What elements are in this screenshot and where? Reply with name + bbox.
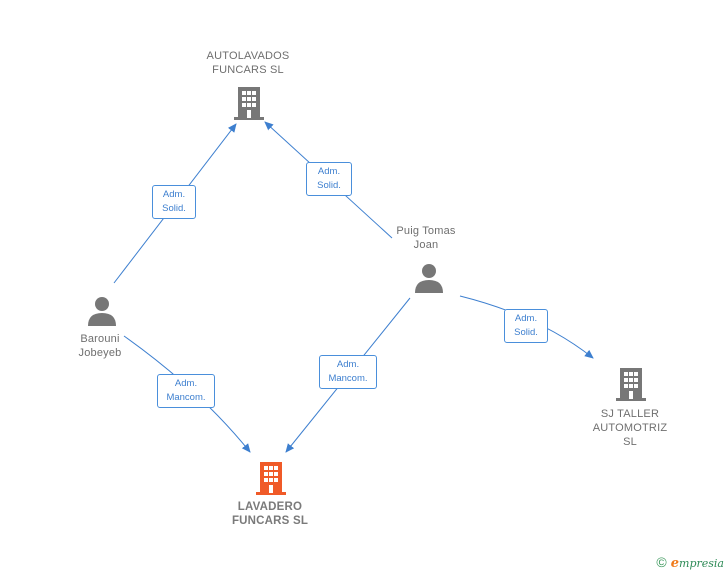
building-icon[interactable] xyxy=(616,366,646,402)
person-icon[interactable] xyxy=(86,295,118,327)
edge-badge-barouni-autolavados: Adm.Solid. xyxy=(152,185,196,219)
edge-badge-puig-sj-taller: Adm.Solid. xyxy=(504,309,548,343)
node-label-sj-taller[interactable]: SJ TALLER AUTOMOTRIZ SL xyxy=(592,408,668,448)
edge-badge-barouni-lavadero: Adm.Mancom. xyxy=(157,374,215,408)
brand-name: mpresia xyxy=(679,557,724,570)
brand-initial: e xyxy=(670,556,680,571)
node-label-puig[interactable]: Puig Tomas Joan xyxy=(396,225,456,251)
brand-footer: ©empresia xyxy=(656,554,724,571)
node-label-barouni[interactable]: Barouni Jobeyeb xyxy=(78,333,122,359)
copyright-icon: © xyxy=(656,554,667,570)
building-icon[interactable] xyxy=(256,460,286,496)
node-label-lavadero[interactable]: LAVADERO FUNCARS SL xyxy=(231,501,309,527)
edge-badge-puig-lavadero: Adm.Mancom. xyxy=(319,355,377,389)
building-icon[interactable] xyxy=(234,85,264,121)
node-label-autolavados[interactable]: AUTOLAVADOS FUNCARS SL xyxy=(206,50,290,76)
edge-badge-puig-autolavados: Adm.Solid. xyxy=(306,162,352,196)
person-icon[interactable] xyxy=(413,262,445,294)
